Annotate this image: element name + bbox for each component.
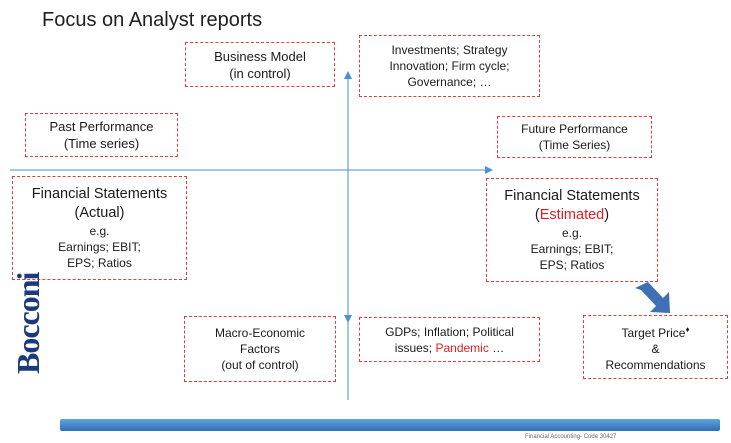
- gdps-box: GDPs; Inflation; Political issues; Pande…: [359, 317, 540, 362]
- past-performance-sublabel: (Time series): [63, 136, 140, 151]
- future-performance-sublabel: (Time Series): [538, 138, 611, 152]
- fs-estimated-metrics2: EPS; Ratios: [539, 258, 605, 272]
- ampersand: &: [651, 341, 660, 356]
- down-arrow-icon: [635, 282, 670, 313]
- fs-actual-metrics2: EPS; Ratios: [67, 256, 132, 270]
- page-title: Focus on Analyst reports: [42, 9, 263, 31]
- fs-estimated-title: Financial Statements: [504, 188, 640, 204]
- future-performance-box: Future Performance (Time Series): [497, 116, 652, 158]
- business-model-label: Business Model: [214, 48, 306, 64]
- macro-line2: Factors: [239, 342, 280, 356]
- target-price-text: Target Price: [621, 325, 686, 340]
- fs-actual-metrics1: Earnings; EBIT;: [58, 240, 141, 254]
- paren-close: ): [604, 207, 610, 223]
- target-price-box: Target Price♦ & Recommendations: [583, 315, 728, 379]
- footer-bar: [60, 419, 720, 431]
- business-model-sublabel: (in control): [229, 65, 291, 81]
- bocconi-logo: Bocconi: [10, 272, 46, 374]
- investments-line1: Investments; Strategy: [391, 43, 508, 57]
- gdps-suffix: …: [488, 340, 505, 355]
- business-model-box: Business Model (in control): [185, 42, 335, 87]
- diamond-marker-icon: ♦: [685, 324, 690, 334]
- future-performance-label: Future Performance: [521, 122, 628, 136]
- macro-line1: Macro-Economic: [214, 326, 306, 340]
- gdps-prefix: issues;: [394, 340, 436, 355]
- paren-open: (: [534, 207, 540, 223]
- investments-line3: Governance; …: [407, 75, 492, 89]
- fs-estimated-subtitle: (Estimated): [535, 206, 609, 225]
- past-performance-box: Past Performance (Time series): [25, 113, 178, 157]
- fs-estimated-eg: e.g.: [561, 226, 582, 240]
- investments-box: Investments; Strategy Innovation; Firm c…: [359, 35, 540, 97]
- fs-actual-subtitle: (Actual): [74, 205, 125, 221]
- past-performance-label: Past Performance: [49, 119, 154, 134]
- macro-factors-box: Macro-Economic Factors (out of control): [184, 316, 336, 382]
- gdps-line1: GDPs; Inflation; Political: [385, 324, 514, 339]
- fs-actual-eg: e.g.: [89, 224, 110, 238]
- recommendations-label: Recommendations: [605, 357, 706, 372]
- gdps-line2: issues; Pandemic …: [395, 340, 504, 356]
- estimated-highlight: Estimated: [539, 207, 605, 223]
- investments-line2: Innovation; Firm cycle;: [389, 59, 510, 73]
- fs-actual-box: Financial Statements (Actual) e.g. Earni…: [12, 176, 187, 280]
- target-price-label: Target Price♦: [621, 322, 689, 341]
- fs-estimated-box: Financial Statements (Estimated) e.g. Ea…: [486, 178, 658, 282]
- macro-line3: (out of control): [221, 358, 299, 372]
- fs-actual-title: Financial Statements: [31, 186, 168, 202]
- pandemic-highlight: Pandemic: [435, 340, 489, 355]
- fs-estimated-metrics1: Earnings; EBIT;: [530, 242, 614, 256]
- footer-text: Financial Accounting- Code 30427: [525, 434, 617, 440]
